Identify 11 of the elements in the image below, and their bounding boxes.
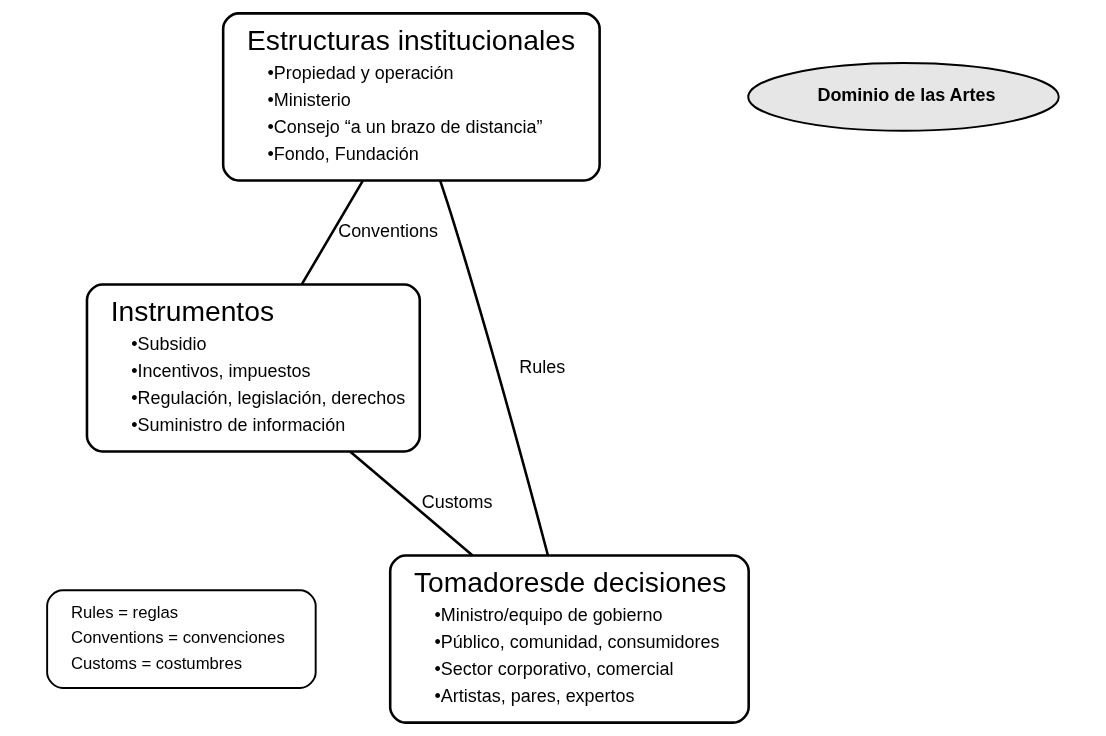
connector [438,180,550,556]
connector [300,179,364,286]
node-ellipse: Dominio de las Artes [747,62,1060,132]
edge-label: Rules [519,356,566,377]
node-box: Estructuras institucionales •Propiedad y operación •Ministerio •Consejo “a un brazo de distancia” •Fondo, Fundación [221,12,601,182]
edge-label: Customs [421,492,493,513]
node-box: Tomadoresde decisiones •Ministro/equipo de gobierno •Público, comunidad, consumidores •Sector corporativo, comercial •Artistas, pares, expertos [388,554,750,724]
connector [349,450,474,557]
node-box: Rules = reglas Conventions = convenciones Customs = costumbres [46,589,317,689]
node-box: Instrumentos •Subsidio •Incentivos, impuestos •Regulación, legislación, derechos •Suministro de información [85,283,422,453]
edge-label: Conventions [338,221,439,242]
